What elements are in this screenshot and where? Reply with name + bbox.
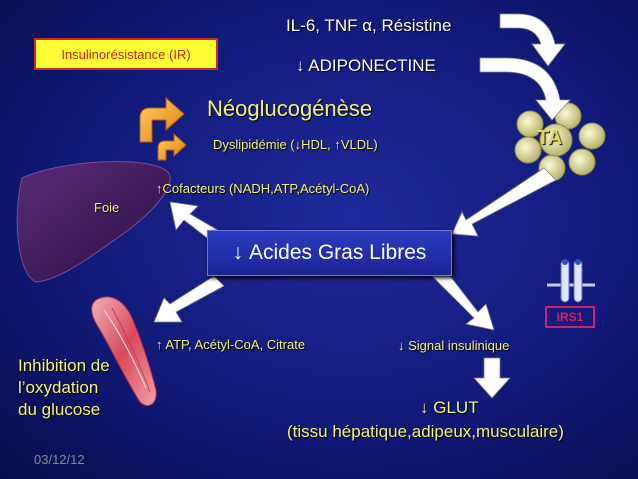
down-arrow-symbol: ↓ <box>232 241 244 264</box>
dyslipidemie-label: Dyslipidémie (↓HDL, ↑VLDL) <box>213 137 378 152</box>
insulin-resistance-box: Insulinorésistance (IR) <box>34 38 218 70</box>
inhibition-label: Inhibition de l’oxydation du glucose <box>18 356 110 419</box>
curved-arrow-icon <box>479 13 571 121</box>
muscle-icon <box>91 296 157 406</box>
down-arrow-symbol: ↓ <box>398 338 405 353</box>
foie-label: Foie <box>94 200 120 215</box>
flow-arrows <box>153 167 557 399</box>
up-arrow-symbol: ↑ <box>156 181 163 196</box>
insulin-receptor-icon <box>547 259 595 303</box>
irs1-box: IRS1 <box>545 306 595 328</box>
adiponectine-label: ↓ ADIPONECTINE <box>296 56 436 75</box>
cytokines-label: IL-6, TNF α, Résistine <box>286 16 452 35</box>
ta-label: TA <box>537 127 563 149</box>
atp-label: ↑ ATP, Acétyl-CoA, Citrate <box>156 337 306 352</box>
down-arrow-symbol: ↓ <box>296 56 305 75</box>
acides-gras-libres-box: ↓ Acides Gras Libres <box>207 230 452 276</box>
tissue-label: (tissu hépatique,adipeux,musculaire) <box>287 422 564 441</box>
signal-insulinique-label: ↓ Signal insulinique <box>398 338 510 353</box>
curved-arrow-icon <box>139 96 187 161</box>
date-footer: 03/12/12 <box>34 452 85 467</box>
liver-icon <box>16 161 171 283</box>
glut-label: ↓ GLUT <box>420 398 479 417</box>
down-arrow-symbol: ↓ <box>420 398 429 417</box>
neoglucogenese-label: Néoglucogénèse <box>207 96 373 121</box>
cofacteurs-label: ↑Cofacteurs (NADH,ATP,Acétyl-CoA) <box>156 181 370 196</box>
